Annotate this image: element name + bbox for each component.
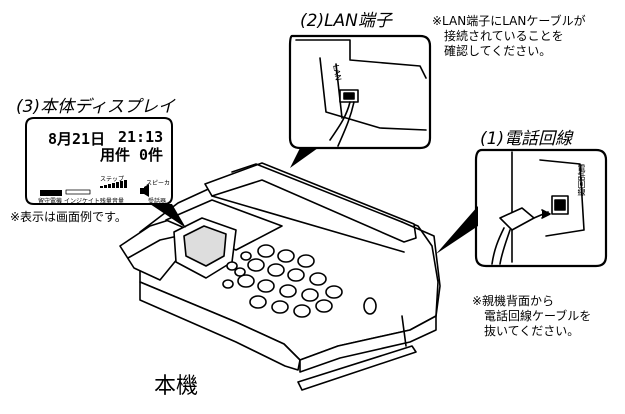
antenna	[297, 345, 417, 391]
lcd-icon-label-volume: 音量	[112, 198, 125, 205]
lcd-date: 8月21日	[48, 130, 106, 148]
lcd-messages: 用件 0件	[100, 146, 164, 164]
phone-callout-box	[474, 148, 608, 268]
fax-top-cover	[204, 162, 417, 243]
lan-callout-box	[288, 34, 432, 150]
label-lan-port: (2)LAN端子	[300, 11, 392, 31]
lan-pointer	[290, 148, 318, 168]
note-lan: ※LAN端子にLANケーブルが 接続されていることを 確認してください。	[432, 14, 586, 58]
lcd-icon-label-handset: 受話器	[148, 198, 167, 205]
phone-pointer	[436, 206, 478, 254]
lcd-icon-label-step: ステップ	[100, 176, 125, 183]
phone-port-mark: 電話回線	[577, 164, 586, 196]
lcd-time: 21:13	[118, 128, 164, 146]
side-knob	[363, 297, 377, 315]
lcd-icon-label-answering: 留守電機	[38, 198, 63, 205]
fax-rear-housing	[401, 221, 441, 317]
label-phone-line: (1)電話回線	[480, 129, 573, 149]
fax-body-base	[139, 281, 301, 371]
label-display: (3)本体ディスプレイ	[16, 97, 175, 117]
label-main-unit: 本機	[154, 374, 199, 399]
display-pointer	[150, 204, 186, 228]
note-display: ※表示は画面例です。	[10, 210, 127, 224]
lcd-icon-label-ink: インジケイト残量	[64, 198, 112, 205]
lcd-icon-label-speaker: スピーカ	[146, 180, 171, 187]
keypad	[222, 244, 343, 318]
note-phone: ※親機背面から 電話回線ケーブルを 抜いてください。	[472, 294, 592, 338]
